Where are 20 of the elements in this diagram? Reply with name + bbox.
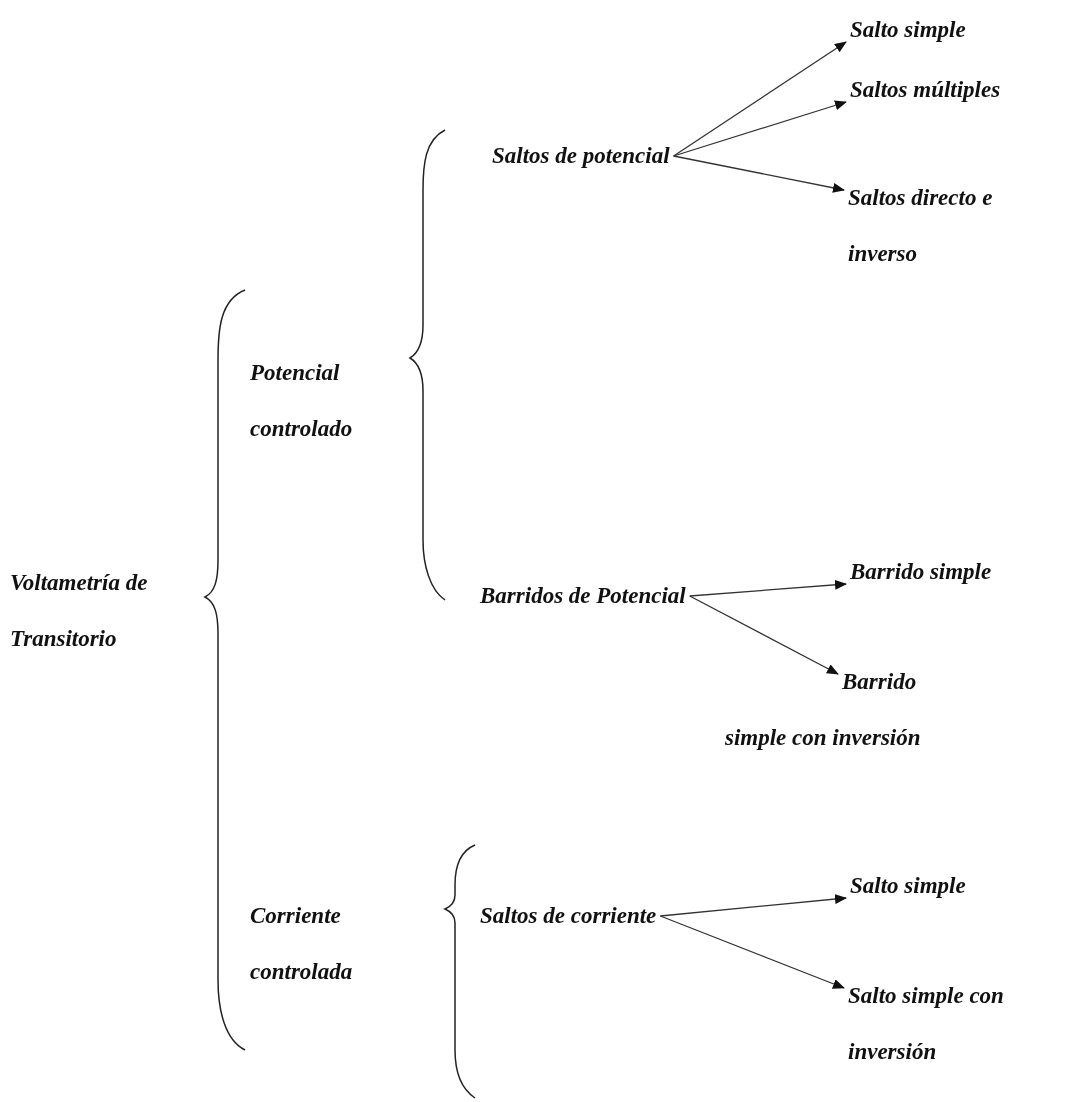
category-term: Potencial controlado [250,345,400,457]
method-term: Salto simple [850,2,966,58]
arrow [689,579,847,597]
arrow [673,41,847,157]
category-term: Corriente controlada [250,888,400,1000]
arrow [673,155,845,193]
root-term: Voltametría de Transitorio [10,555,170,667]
arrow [659,894,847,917]
technique-term: Barridos de Potencial [480,568,686,624]
method-term: Saltos directo e inverso [848,170,1033,282]
method-term: Barrido simple con inversión [725,654,925,766]
method-term: Salto simple [850,858,966,914]
arrow [673,100,847,157]
arrow [689,595,839,675]
method-term: Barrido simple [850,544,992,600]
arrow [659,915,845,989]
technique-term: Saltos de corriente [480,888,657,944]
method-term: Salto simple con inversión [848,968,1053,1080]
technique-term: Saltos de potencial [492,128,670,184]
method-term: Saltos múltiples [850,62,1001,118]
